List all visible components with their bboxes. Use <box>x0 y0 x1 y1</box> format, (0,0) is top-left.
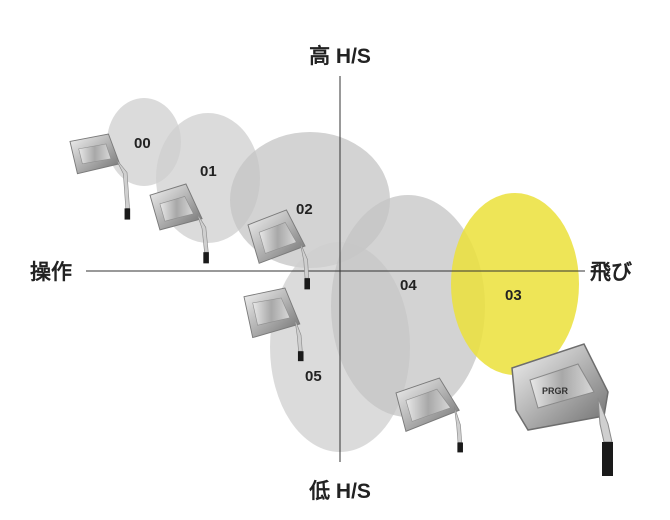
axis-label-right: 飛び <box>590 261 632 284</box>
zone-label-01: 01 <box>200 163 217 180</box>
zone-label-03: 03 <box>505 287 522 304</box>
club-iron-04-illustration <box>395 377 463 453</box>
axis-label-bottom: 低 H/S <box>308 479 371 503</box>
axes-layer <box>86 76 585 462</box>
axis-label-top: 高 H/S <box>309 44 371 68</box>
axis-label-left: 操作 <box>30 260 72 284</box>
club-iron-03-brand: PRGR <box>542 386 569 396</box>
club-iron-01-illustration <box>149 183 209 264</box>
club-iron-02-illustration <box>247 209 310 290</box>
zone-label-04: 04 <box>400 277 417 294</box>
zone-ellipse-04 <box>331 195 485 417</box>
zones-layer <box>107 98 579 452</box>
club-iron-03-illustration: PRGR <box>511 343 613 476</box>
club-iron-05-illustration <box>243 287 304 362</box>
zone-ellipse-03 <box>451 193 579 375</box>
club-iron-00-illustration <box>69 133 131 220</box>
zone-label-00: 00 <box>134 135 151 152</box>
zone-label-02: 02 <box>296 201 313 218</box>
zone-label-05: 05 <box>305 368 322 385</box>
